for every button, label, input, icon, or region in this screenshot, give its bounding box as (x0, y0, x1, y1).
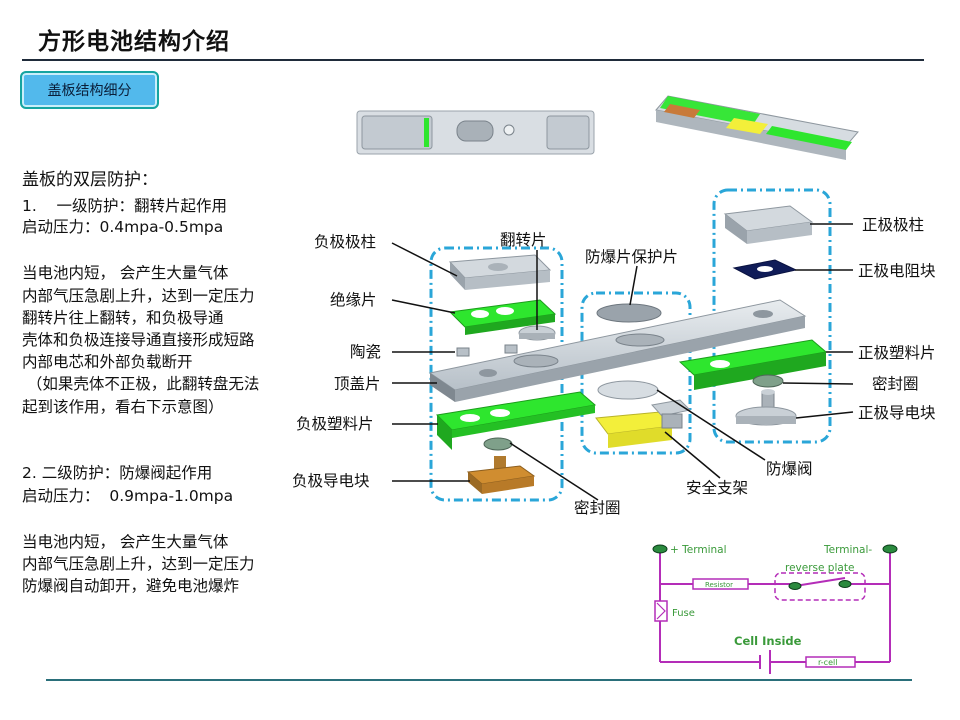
level2-pressure: 启动压力： 0.9mpa-1.0mpa (22, 487, 234, 505)
reverse-plate-contact-right (838, 580, 852, 588)
cover-plate-top-view (356, 110, 595, 155)
level1-line-6: （如果壳体不正极，此翻转盘无法 (22, 375, 260, 393)
top-cover-plate-part (428, 299, 807, 402)
label-vent: 防爆阀 (766, 459, 813, 478)
negative-pole-part (448, 254, 552, 290)
label-neg-plastic: 负极塑料片 (296, 415, 374, 433)
minus-terminal-icon (882, 544, 898, 554)
resistor-label: Resistor (705, 581, 733, 589)
footer-divider (46, 679, 912, 681)
fuse-symbol (654, 600, 668, 622)
level1-line-3: 翻转片往上翻转，和负极导通 (22, 309, 224, 327)
negative-seal-ring-part (483, 437, 513, 451)
safety-bracket-part (595, 411, 673, 448)
minus-terminal-label: Terminal- (823, 544, 872, 556)
label-safety-bracket: 安全支架 (686, 479, 748, 497)
page-title: 方形电池结构介绍 (38, 29, 230, 55)
resistor-symbol (692, 578, 749, 590)
reverse-plate-box (774, 572, 866, 601)
level2-line-2: 内部气压急剧上升，达到一定压力 (22, 555, 255, 573)
vent-part (597, 380, 659, 400)
cover-plate-3d-view (655, 95, 859, 160)
fuse-glyph (656, 602, 666, 620)
positive-conductor-part (735, 389, 797, 426)
label-pos-resistor: 正极电阻块 (858, 262, 936, 280)
label-pos-conductor: 正极导电块 (858, 404, 936, 422)
level2-line-1: 当电池内短， 会产生大量气体 (22, 533, 229, 551)
label-ceramic: 陶瓷 (350, 343, 381, 361)
label-neg-conductor: 负极导电块 (292, 472, 370, 490)
vent-cap-part (651, 399, 692, 429)
label-insulation: 绝缘片 (330, 291, 377, 309)
level1-title: 1. 一级防护：翻转片起作用 (22, 197, 227, 215)
vent-protector-part (596, 303, 662, 323)
positive-resistor-part (732, 259, 798, 280)
reverse-plate-label: reverse plate (785, 562, 854, 574)
negative-plastic-part (435, 391, 597, 450)
label-seal-right: 密封圈 (872, 375, 919, 393)
ceramic-part (456, 344, 518, 357)
fuse-label: Fuse (672, 608, 695, 619)
label-neg-pole: 负极极柱 (314, 233, 376, 251)
level1-pressure: 启动压力：0.4mpa-0.5mpa (22, 218, 224, 236)
insulation-sheet-part (448, 299, 557, 335)
label-flip-plate: 翻转片 (500, 231, 547, 249)
level2-line-3: 防爆阀自动卸开，避免电池爆炸 (22, 577, 240, 595)
negative-conductor-part (466, 456, 536, 494)
title-divider (22, 59, 924, 61)
plus-terminal-label: + Terminal (670, 544, 727, 556)
level1-line-7: 起到该作用，看右下示意图） (22, 398, 224, 416)
section-badge[interactable]: 盖板结构细分 (20, 71, 159, 109)
label-pos-pole: 正极极柱 (862, 216, 924, 234)
level1-line-2: 内部气压急剧上升，达到一定压力 (22, 287, 255, 305)
protection-heading: 盖板的双层防护： (22, 170, 158, 190)
circuit-schematic (659, 552, 891, 674)
label-pos-plastic: 正极塑料片 (858, 344, 936, 362)
label-vent-protector: 防爆片保护片 (585, 247, 678, 266)
reverse-plate-contact-left (788, 582, 802, 590)
level1-line-1: 当电池内短， 会产生大量气体 (22, 264, 229, 282)
positive-pole-part (723, 205, 814, 244)
cell-inside-label: Cell Inside (734, 634, 802, 648)
plus-terminal-icon (652, 544, 668, 554)
level2-title: 2. 二级防护：防爆阀起作用 (22, 464, 213, 482)
level1-line-5: 内部电芯和外部负载断开 (22, 353, 193, 371)
label-top-cover: 顶盖片 (334, 375, 381, 393)
label-seal-bottom: 密封圈 (574, 499, 621, 517)
level1-line-4: 壳体和负极连接导通直接形成短路 (22, 331, 255, 349)
r-cell-label: r-cell (818, 658, 837, 667)
positive-seal-ring-part (752, 374, 784, 388)
r-cell-symbol (805, 656, 856, 668)
label-leader-lines (391, 223, 854, 501)
